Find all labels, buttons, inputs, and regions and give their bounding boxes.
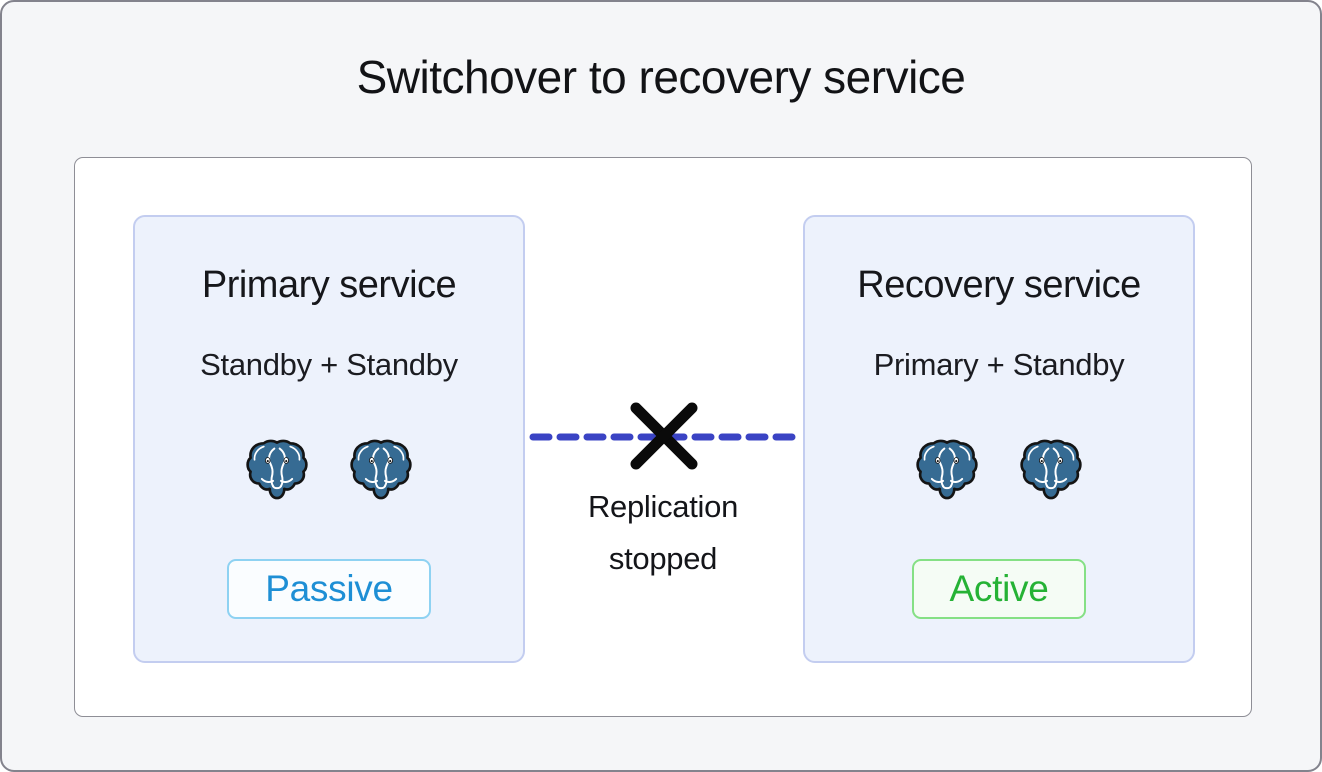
- page-title: Switchover to recovery service: [356, 51, 966, 103]
- postgresql-elephant-icon: [1020, 439, 1082, 500]
- replication-label-line1: Replication: [587, 489, 739, 524]
- recovery-service-box: Recovery service Primary + Standby: [803, 215, 1195, 663]
- postgres-nodes: [244, 435, 414, 507]
- service-roles: Standby + Standby: [200, 347, 458, 382]
- replication-status-label: Replication stopped: [524, 481, 802, 585]
- postgresql-elephant-icon: [350, 439, 412, 500]
- status-badge-active: Active: [911, 559, 1087, 619]
- stopped-cross-icon: [630, 402, 698, 470]
- cluster-panel: Primary service Standby + Standby: [74, 157, 1252, 717]
- service-title: Recovery service: [857, 264, 1141, 306]
- primary-service-box: Primary service Standby + Standby: [133, 215, 525, 663]
- service-title: Primary service: [201, 264, 457, 306]
- service-roles: Primary + Standby: [873, 347, 1125, 382]
- replication-label-line2: stopped: [608, 541, 718, 576]
- postgres-nodes: [914, 435, 1084, 507]
- postgresql-elephant-icon: [916, 439, 978, 500]
- replication-line: [529, 433, 797, 441]
- status-badge-passive: Passive: [227, 559, 431, 619]
- postgresql-elephant-icon: [246, 439, 308, 500]
